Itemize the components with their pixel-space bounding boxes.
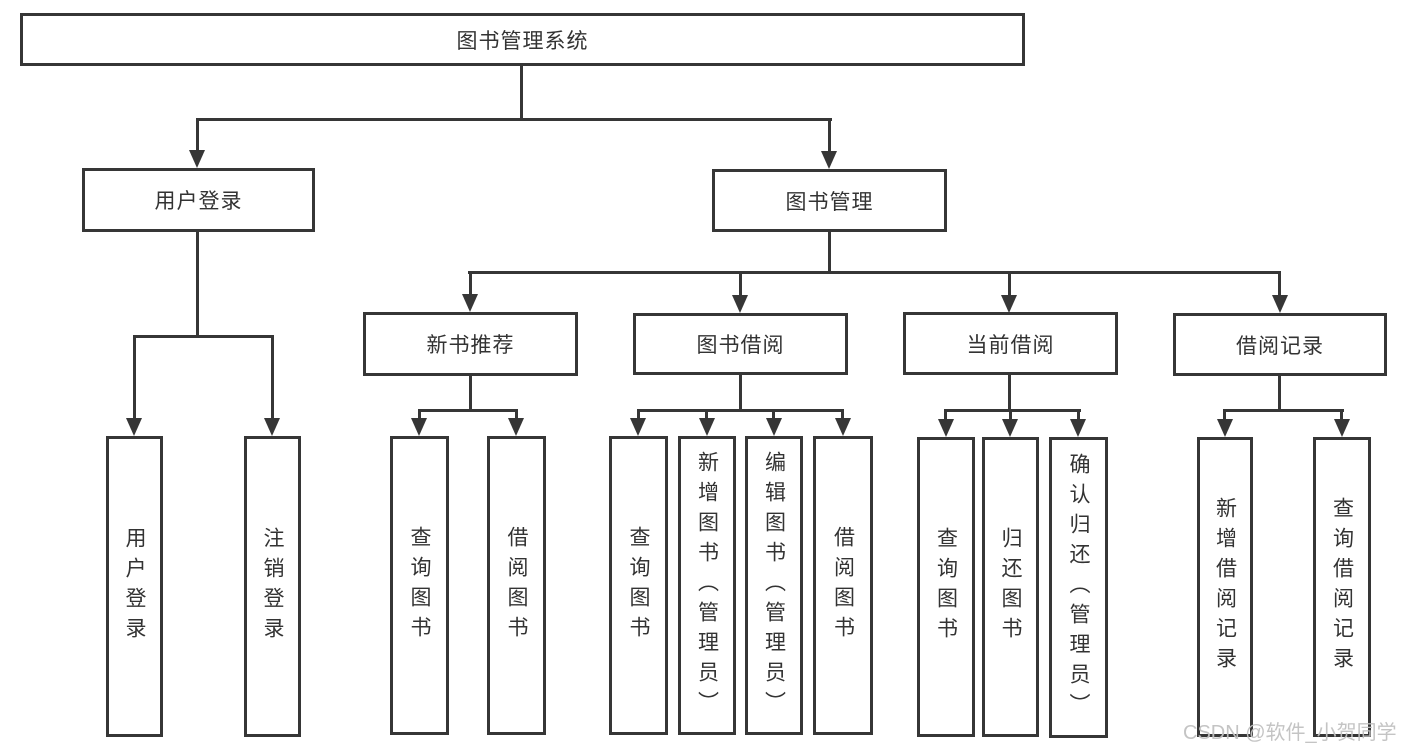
connector-g5-drop-2 xyxy=(1340,412,1343,420)
connector-drop-logout-leaf xyxy=(271,335,274,420)
leaf-return-books-label: 归还图书 xyxy=(999,527,1023,647)
node-root: 图书管理系统 xyxy=(20,13,1025,66)
connector-g5-stub xyxy=(1278,376,1281,412)
node-current-borrow-label: 当前借阅 xyxy=(966,333,1055,357)
node-new-book-recommend-label: 新书推荐 xyxy=(426,334,515,357)
connector-root-bar xyxy=(196,118,832,121)
arrow-down-icon xyxy=(630,418,646,436)
arrow-down-icon xyxy=(462,294,478,312)
arrow-down-icon xyxy=(1070,419,1086,437)
connector-mgmt-stub xyxy=(828,232,831,274)
connector-drop-book-borrow xyxy=(739,271,742,297)
leaf-logout: 注销登录 xyxy=(244,436,301,737)
connector-g4-drop-3 xyxy=(1077,412,1080,420)
leaf-borrow-books-recommend: 借阅图书 xyxy=(487,436,546,735)
leaf-edit-books-admin: 编辑图书（管理员） xyxy=(745,436,803,735)
connector-g4-bar xyxy=(944,409,1081,412)
connector-drop-current-borrow xyxy=(1008,271,1011,297)
node-borrow-records-label: 借阅记录 xyxy=(1236,334,1324,358)
connector-drop-user-login xyxy=(196,118,199,153)
connector-user-stub xyxy=(196,232,199,338)
node-user-login-label: 用户登录 xyxy=(154,190,243,213)
arrow-down-icon xyxy=(1002,419,1018,437)
leaf-query-books-current: 查询图书 xyxy=(917,437,975,737)
leaf-borrow-books-recommend-label: 借阅图书 xyxy=(505,525,529,646)
leaf-confirm-return-admin: 确认归还（管理员） xyxy=(1049,437,1108,738)
arrow-down-icon xyxy=(411,418,427,436)
arrow-down-icon xyxy=(126,418,142,436)
node-root-label: 图书管理系统 xyxy=(456,29,589,53)
connector-drop-new-book xyxy=(469,271,472,297)
leaf-query-books-current-label: 查询图书 xyxy=(934,527,958,647)
node-user-login: 用户登录 xyxy=(82,168,315,232)
connector-drop-book-management xyxy=(828,118,831,153)
connector-g3-drop-4 xyxy=(841,412,844,420)
leaf-query-books-borrow-label: 查询图书 xyxy=(627,525,651,646)
csdn-watermark: CSDN @软件_小贺同学 xyxy=(1183,722,1397,744)
leaf-add-books-admin: 新增图书（管理员） xyxy=(678,436,736,735)
node-new-book-recommend: 新书推荐 xyxy=(363,312,578,376)
node-current-borrow: 当前借阅 xyxy=(903,312,1118,375)
leaf-query-borrow-record: 查询借阅记录 xyxy=(1313,437,1371,737)
arrow-down-icon xyxy=(766,418,782,436)
arrow-down-icon xyxy=(1001,295,1017,313)
connector-g4-drop-2 xyxy=(1009,412,1012,420)
connector-g3-drop-3 xyxy=(772,412,775,420)
connector-user-bar xyxy=(133,335,274,338)
leaf-add-borrow-record: 新增借阅记录 xyxy=(1197,437,1253,737)
leaf-edit-books-admin-label: 编辑图书（管理员） xyxy=(762,450,786,721)
leaf-add-borrow-record-label: 新增借阅记录 xyxy=(1213,497,1237,677)
connector-g3-bar xyxy=(637,409,844,412)
arrow-down-icon xyxy=(264,418,280,436)
arrow-down-icon xyxy=(938,419,954,437)
arrow-down-icon xyxy=(699,418,715,436)
node-book-borrow: 图书借阅 xyxy=(633,313,848,375)
connector-g3-drop-2 xyxy=(705,412,708,420)
leaf-logout-label: 注销登录 xyxy=(261,526,285,647)
connector-drop-borrow-records xyxy=(1278,271,1281,297)
leaf-query-books-recommend-label: 查询图书 xyxy=(408,525,432,646)
leaf-user-login: 用户登录 xyxy=(106,436,163,737)
connector-root-stub xyxy=(520,66,523,121)
connector-g3-drop-1 xyxy=(637,412,640,420)
arrow-down-icon xyxy=(1334,419,1350,437)
connector-g4-drop-1 xyxy=(944,412,947,420)
leaf-return-books: 归还图书 xyxy=(982,437,1039,737)
node-book-borrow-label: 图书借阅 xyxy=(696,334,785,357)
connector-g2-drop-1 xyxy=(418,412,421,420)
node-book-management: 图书管理 xyxy=(712,169,947,232)
connector-g4-stub xyxy=(1008,375,1011,412)
arrow-down-icon xyxy=(732,295,748,313)
leaf-user-login-label: 用户登录 xyxy=(123,526,147,647)
connector-drop-login-leaf xyxy=(133,335,136,420)
connector-g2-stub xyxy=(469,376,472,412)
leaf-query-books-borrow: 查询图书 xyxy=(609,436,668,735)
connector-g5-drop-1 xyxy=(1223,412,1226,420)
leaf-add-books-admin-label: 新增图书（管理员） xyxy=(695,450,719,721)
connector-g5-bar xyxy=(1223,409,1344,412)
leaf-borrow-books: 借阅图书 xyxy=(813,436,873,735)
arrow-down-icon xyxy=(189,150,205,168)
node-borrow-records: 借阅记录 xyxy=(1173,313,1387,376)
arrow-down-icon xyxy=(1217,419,1233,437)
leaf-borrow-books-label: 借阅图书 xyxy=(831,525,855,646)
connector-g3-stub xyxy=(739,375,742,412)
arrow-down-icon xyxy=(1272,295,1288,313)
leaf-confirm-return-admin-label: 确认归还（管理员） xyxy=(1067,452,1091,723)
arrow-down-icon xyxy=(508,418,524,436)
connector-g2-drop-2 xyxy=(515,412,518,420)
connector-mgmt-bar xyxy=(468,271,1281,274)
arrow-down-icon xyxy=(835,418,851,436)
arrow-down-icon xyxy=(821,151,837,169)
node-book-management-label: 图书管理 xyxy=(785,190,874,214)
connector-g2-bar xyxy=(418,409,518,412)
leaf-query-borrow-record-label: 查询借阅记录 xyxy=(1330,497,1354,677)
leaf-query-books-recommend: 查询图书 xyxy=(390,436,449,735)
